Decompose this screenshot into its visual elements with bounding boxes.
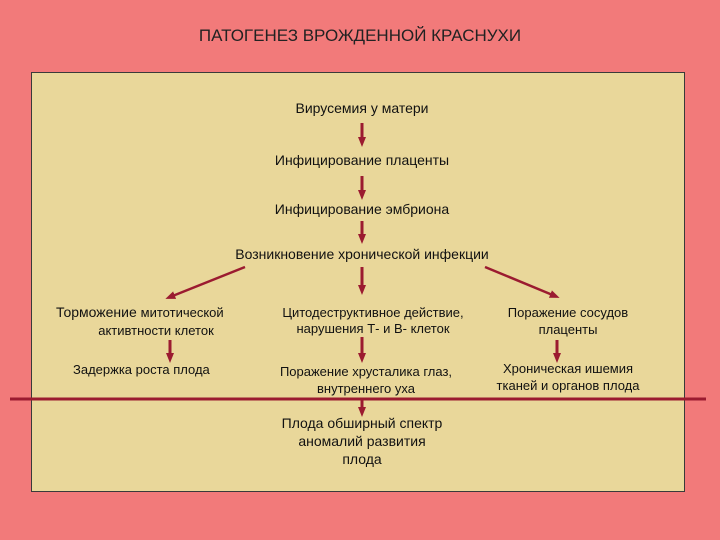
step-embryo-infection: Инфицирование эмбриона bbox=[274, 201, 450, 217]
page-title: ПАТОГЕНЕЗ ВРОЖДЕННОЙ КРАСНУХИ bbox=[198, 26, 522, 45]
right-result-line1: Хроническая ишемия bbox=[502, 361, 634, 376]
arrow-step4-left bbox=[165, 265, 246, 299]
step-chronic-infection: Возникновение хронической инфекции bbox=[235, 246, 489, 262]
center-result-line1: Поражение хрусталика глаз, bbox=[279, 364, 453, 379]
left-branch-line2: активтности клеток bbox=[98, 323, 214, 338]
left-branch-line1: Торможение митотической bbox=[56, 304, 224, 321]
center-result-line2: внутреннего уха bbox=[317, 381, 415, 396]
left-branch-main-text: Торможение bbox=[56, 304, 141, 320]
right-result-line2: тканей и органов плода bbox=[496, 378, 640, 393]
left-branch-small-text: митотической bbox=[140, 305, 224, 320]
right-branch-line2: плаценты bbox=[538, 322, 598, 337]
diagram-panel bbox=[31, 72, 685, 492]
step-viremia: Вирусемия у матери bbox=[295, 100, 429, 116]
step-placenta-infection: Инфицирование плаценты bbox=[274, 152, 450, 168]
center-branch-line1: Цитодеструктивное действие, bbox=[282, 305, 464, 320]
left-branch-result: Задержка роста плода bbox=[73, 362, 210, 377]
outcome-line2: аномалий развития bbox=[298, 433, 426, 449]
right-branch-line1: Поражение сосудов bbox=[507, 305, 629, 320]
center-branch-line2: нарушения Т- и В- клеток bbox=[296, 321, 450, 336]
outcome-line3: плода bbox=[342, 451, 382, 467]
outcome-line1: Плода обширный спектр bbox=[281, 415, 443, 431]
arrow-step4-right bbox=[484, 265, 560, 298]
